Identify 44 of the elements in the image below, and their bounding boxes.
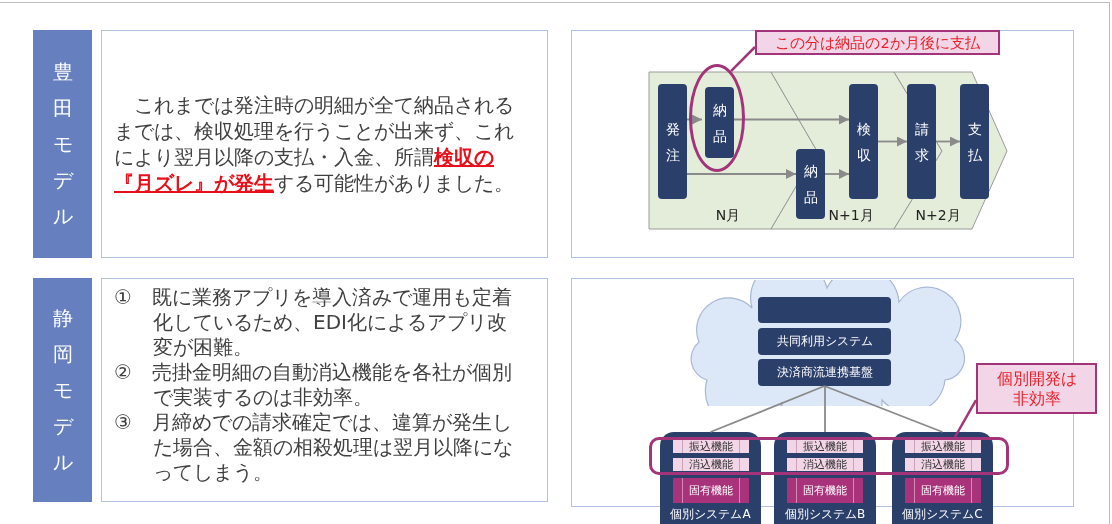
process-box: 支払 (960, 84, 989, 199)
arrow (877, 136, 908, 147)
side-label: 静岡モデル (33, 278, 92, 502)
function-bar: 振込機能 (905, 440, 981, 453)
arrow (686, 114, 703, 125)
process-box: 納品 (705, 87, 734, 158)
process-box: 検収 (849, 84, 878, 199)
arrow (824, 169, 850, 179)
text-panel (101, 278, 548, 502)
function-bar: 固有機能 (905, 478, 981, 503)
text-panel (101, 30, 548, 258)
platform-box: 共同利用システム (758, 328, 891, 355)
month-label: N+2月 (914, 207, 962, 225)
system-label: 個別システムB (783, 506, 867, 523)
leader-line (953, 399, 978, 438)
connector-line (823, 385, 944, 433)
side-label: 豊田モデル (33, 30, 92, 258)
leader-line (730, 46, 756, 72)
function-bar: 消込機能 (787, 458, 863, 471)
platform-box (758, 297, 891, 323)
connector-line (824, 385, 826, 433)
function-bar: 固有機能 (787, 478, 863, 503)
system-label: 個別システムA (669, 506, 752, 523)
paragraph: これまでは発注時の明細が全て納品されるまでは、検収処理を行うことが出来ず、これにより翌月以降の支払・入金、所謂検収の『月ズレ』が発生する可能性がありました。 (114, 92, 515, 196)
process-box: 発注 (658, 84, 687, 199)
arrow (686, 169, 797, 179)
month-label: N+1月 (827, 207, 875, 225)
function-bar: 振込機能 (787, 440, 863, 453)
function-bar: 振込機能 (673, 440, 749, 453)
function-bar: 固有機能 (673, 478, 749, 503)
list-item: ① 既に業務アプリを導入済みで運用も定着化しているため、EDI化によるアプリ改変が困難。 (114, 285, 514, 360)
arrow (935, 136, 961, 147)
list-item: ③ 月締めでの請求確定では、違算が発生した場合、金額の相殺処理は翌月以降になってしまう。 (114, 410, 514, 485)
month-label: N月 (714, 207, 742, 225)
list-item: ② 売掛金明細の自動消込機能を各社が個別で実装するのは非効率。 (114, 360, 514, 410)
callout-box: 個別開発は非効率 (976, 363, 1097, 414)
highlight-frame (649, 437, 1009, 475)
callout-box: この分は納品の2か月後に支払 (755, 30, 1000, 55)
function-bar: 消込機能 (905, 458, 981, 471)
system-label: 個別システムC (901, 506, 984, 523)
function-bar: 消込機能 (673, 458, 749, 471)
highlight-ellipse (689, 64, 745, 172)
platform-box: 決済商流連携基盤 (758, 359, 891, 386)
connector-line (709, 385, 826, 433)
